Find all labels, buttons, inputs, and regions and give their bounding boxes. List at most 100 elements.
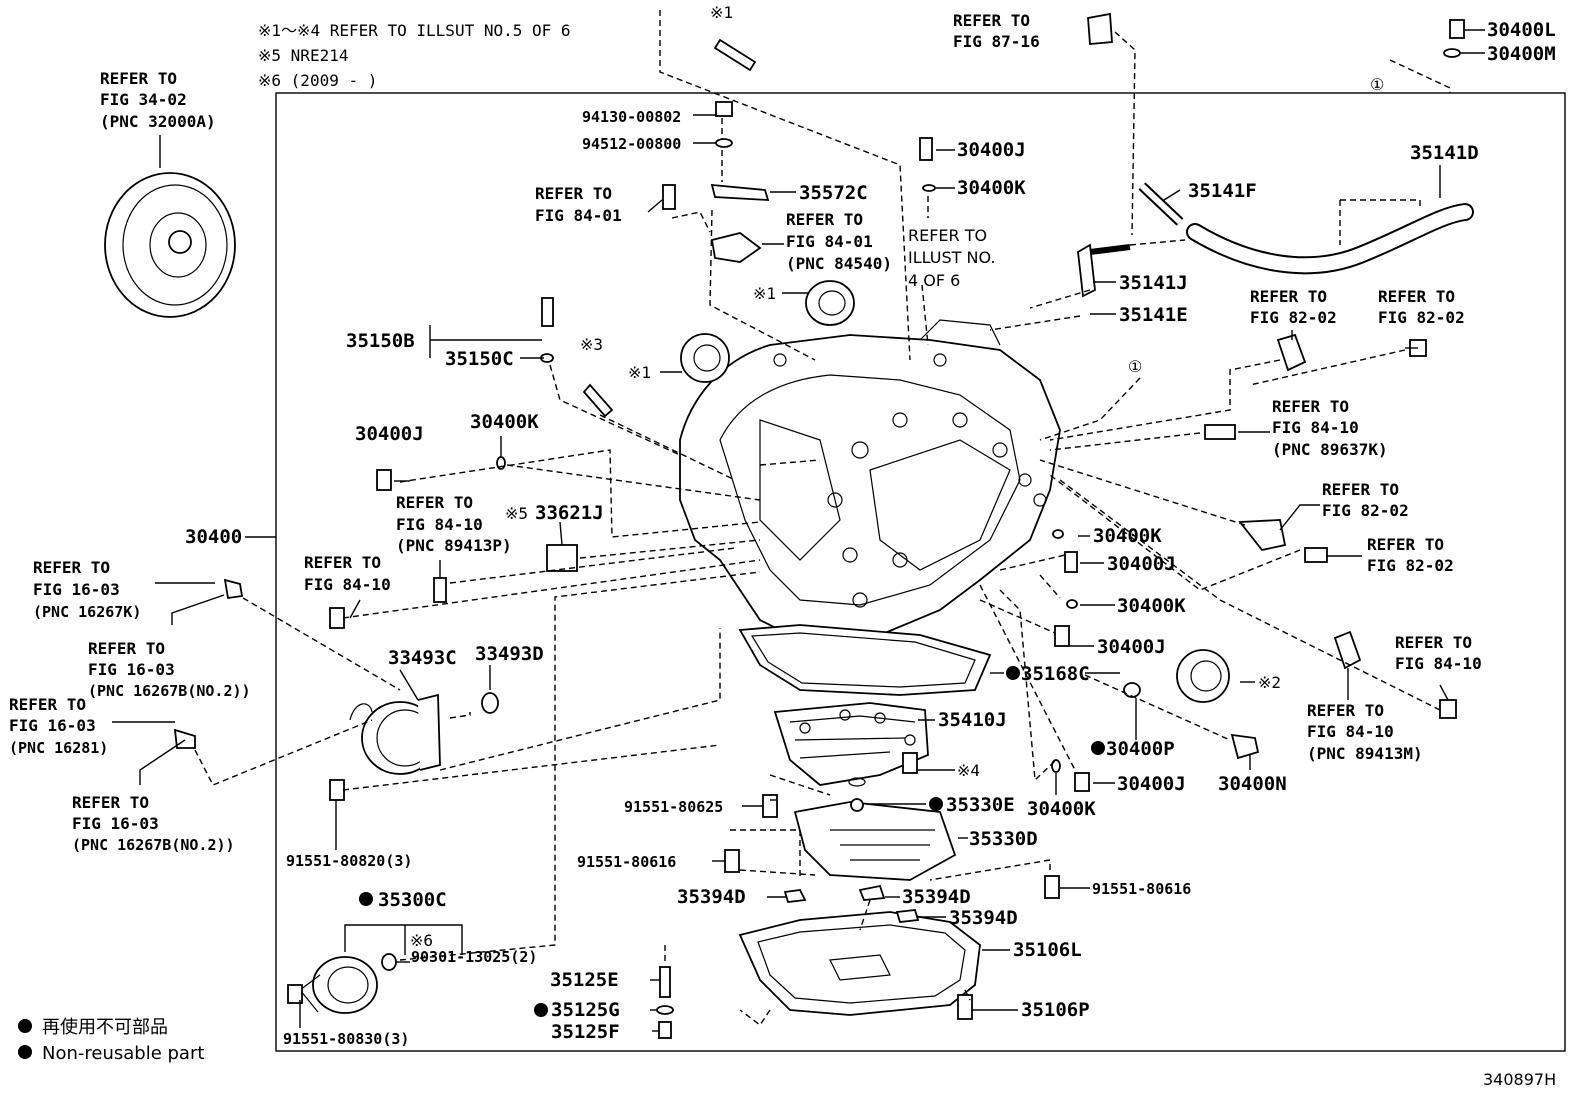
refer-fig-16-03-c-l2: FIG 16-03 xyxy=(9,716,96,735)
refer-fig-84-10-e-l3: (PNC 89413M) xyxy=(1307,744,1423,763)
refer-fig-84-10-e-l2: FIG 84-10 xyxy=(1307,722,1394,741)
part-30400: 30400 xyxy=(185,526,242,548)
part-91551-80830: 91551-80830(3) xyxy=(283,1030,409,1048)
refer-fig-34-02-l3: (PNC 32000A) xyxy=(100,112,216,131)
part-35106L: 35106L xyxy=(1013,939,1082,961)
part-30400K-bottom: 30400K xyxy=(1027,798,1096,820)
refer-illust-4-l2: ILLUST NO. xyxy=(908,248,995,267)
refer-fig-84-10-c-l1: REFER TO xyxy=(304,553,381,572)
part-94130-00802: 94130-00802 xyxy=(582,108,681,126)
part-35125F: 35125F xyxy=(551,1021,620,1043)
refer-fig-82-02-d-l2: FIG 82-02 xyxy=(1367,556,1454,575)
oil-seals-illustration xyxy=(481,280,1230,714)
refer-fig-16-03-b-l2: FIG 16-03 xyxy=(88,660,175,679)
part-91551-80625: 91551-80625 xyxy=(624,798,723,816)
part-35141D: 35141D xyxy=(1410,142,1479,164)
transmission-case-illustration xyxy=(679,319,1061,696)
part-30400K-right-b: 30400K xyxy=(1117,595,1186,617)
part-35330D: 35330D xyxy=(969,828,1038,850)
part-90301-13025: 90301-13025(2) xyxy=(411,948,537,966)
part-35150B: 35150B xyxy=(346,330,415,352)
refer-fig-82-02-c-l2: FIG 82-02 xyxy=(1322,501,1409,520)
refer-fig-84-10-b-l1: REFER TO xyxy=(396,493,473,512)
mark-1-top: ※1 xyxy=(710,3,733,22)
part-35125E: 35125E xyxy=(550,969,619,991)
connector-1-case: ① xyxy=(1128,357,1142,376)
legend-japanese: 再使用不可部品 xyxy=(42,1017,168,1038)
mark-5: ※5 xyxy=(505,504,528,523)
part-30400J-bottom: 30400J xyxy=(1117,773,1186,795)
refer-fig-84-01-b-l2: FIG 84-01 xyxy=(786,232,873,251)
part-35141F: 35141F xyxy=(1188,180,1257,202)
refer-fig-16-03-a-l1: REFER TO xyxy=(33,558,110,577)
part-35150C: 35150C xyxy=(445,348,514,370)
part-33493C: 33493C xyxy=(388,647,457,669)
mark-2: ※2 xyxy=(1258,673,1281,692)
part-35572C: 35572C xyxy=(799,182,868,204)
part-35125G: 35125G xyxy=(551,999,620,1021)
refer-fig-84-10-a-l1: REFER TO xyxy=(1272,397,1349,416)
part-33621J: 33621J xyxy=(535,502,604,524)
part-30400J-top: 30400J xyxy=(957,139,1026,161)
part-35168C: 35168C xyxy=(1021,663,1090,685)
part-35106P: 35106P xyxy=(1021,999,1090,1021)
part-35330E: 35330E xyxy=(946,794,1015,816)
legend-english: Non-reusable part xyxy=(42,1043,204,1064)
refer-fig-84-10-b-l3: (PNC 89413P) xyxy=(396,536,512,555)
oil-cooler-hose-illustration xyxy=(1077,182,1474,298)
refer-fig-82-02-a-l1: REFER TO xyxy=(1250,287,1327,306)
part-35394D-c: 35394D xyxy=(949,907,1018,929)
part-30400M: 30400M xyxy=(1487,43,1556,65)
refer-fig-34-02-l2: FIG 34-02 xyxy=(100,90,187,109)
refer-illust-4-l3: 4 OF 6 xyxy=(908,271,960,290)
refer-fig-84-10-e-l1: REFER TO xyxy=(1307,701,1384,720)
mark-1-seal: ※1 xyxy=(753,284,776,303)
part-30400K-left: 30400K xyxy=(470,411,539,433)
mark-4: ※4 xyxy=(957,761,980,780)
note-1: ※1～※4 REFER TO ILLSUT NO.5 OF 6 xyxy=(258,21,571,40)
refer-fig-87-16-l1: REFER TO xyxy=(953,11,1030,30)
part-35141J: 35141J xyxy=(1119,272,1188,294)
part-94512-00800: 94512-00800 xyxy=(582,135,681,153)
part-30400K-top: 30400K xyxy=(957,177,1026,199)
mark-6: ※6 xyxy=(410,931,433,950)
refer-fig-16-03-a-l2: FIG 16-03 xyxy=(33,580,120,599)
refer-fig-84-10-d-l1: REFER TO xyxy=(1395,633,1472,652)
torque-converter-illustration xyxy=(104,135,236,318)
refer-fig-16-03-c-l1: REFER TO xyxy=(9,695,86,714)
note-3: ※6 (2009 - ) xyxy=(258,71,377,90)
part-91551-80616-right: 91551-80616 xyxy=(1092,880,1191,898)
refer-fig-16-03-b-l3: (PNC 16267B(NO.2)) xyxy=(88,682,251,700)
refer-fig-82-02-b-l2: FIG 82-02 xyxy=(1378,308,1465,327)
part-30400P: 30400P xyxy=(1106,738,1175,760)
oil-cooler-illustration xyxy=(349,693,441,775)
oil-pump-illustration xyxy=(299,953,397,1014)
part-30400N: 30400N xyxy=(1218,773,1287,795)
part-30400L: 30400L xyxy=(1487,19,1556,41)
refer-fig-82-02-c-l1: REFER TO xyxy=(1322,480,1399,499)
refer-fig-84-01-b-l1: REFER TO xyxy=(786,210,863,229)
leader-lines xyxy=(112,29,1485,1032)
refer-fig-16-03-a-l3: (PNC 16267K) xyxy=(33,603,141,621)
refer-illust-4-l1: REFER TO xyxy=(908,226,987,245)
diagram-frame xyxy=(275,92,1566,1052)
part-35300C: 35300C xyxy=(378,889,447,911)
mark-3: ※3 xyxy=(580,335,603,354)
refer-fig-87-16-l2: FIG 87-16 xyxy=(953,32,1040,51)
note-2: ※5 NRE214 xyxy=(258,46,348,65)
refer-fig-84-10-b-l2: FIG 84-10 xyxy=(396,515,483,534)
refer-fig-34-02-l1: REFER TO xyxy=(100,69,177,88)
part-30400J-right-b: 30400J xyxy=(1097,636,1166,658)
refer-fig-82-02-a-l2: FIG 82-02 xyxy=(1250,308,1337,327)
refer-fig-84-01-a-l2: FIG 84-01 xyxy=(535,206,622,225)
oil-pan-illustration xyxy=(738,911,981,1016)
refer-fig-84-10-d-l2: FIG 84-10 xyxy=(1395,654,1482,673)
part-33493D: 33493D xyxy=(475,643,544,665)
illustration-id: 340897H xyxy=(1483,1070,1556,1089)
part-35410J: 35410J xyxy=(938,709,1007,731)
non-reusable-markers xyxy=(18,666,1105,1059)
refer-fig-16-03-d-l1: REFER TO xyxy=(72,793,149,812)
dashed-guide-lines xyxy=(194,10,1451,1027)
part-30400K-right-a: 30400K xyxy=(1093,525,1162,547)
